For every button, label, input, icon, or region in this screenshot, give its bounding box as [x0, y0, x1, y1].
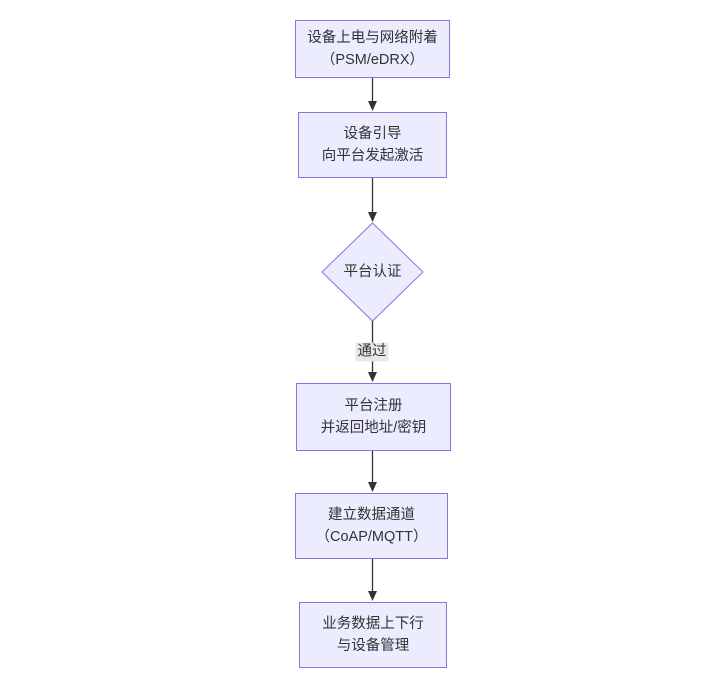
arrowhead-icon	[368, 212, 377, 222]
edge-label-pass: 通过	[355, 342, 389, 362]
node-label-line: 设备上电与网络附着	[307, 30, 438, 46]
node-label-line: 业务数据上下行	[322, 616, 424, 632]
edge-bootstrap-platform-auth	[368, 178, 377, 222]
node-label-line: 平台认证	[343, 264, 402, 280]
node-label-line: （PSM/eDRX）	[320, 52, 425, 68]
arrowhead-icon	[368, 591, 377, 601]
edge-platform-register-data-channel	[368, 451, 377, 492]
flow-node-bootstrap: 设备引导 向平台发起激活	[298, 112, 447, 178]
node-label-line: 并返回地址/密钥	[320, 420, 427, 436]
flow-node-business-data: 业务数据上下行 与设备管理	[299, 602, 447, 668]
node-label-line: 建立数据通道	[328, 507, 415, 523]
flow-node-platform-auth: 平台认证	[321, 223, 424, 321]
edge-power-attach-bootstrap	[368, 78, 377, 111]
flow-node-power-attach: 设备上电与网络附着 （PSM/eDRX）	[295, 20, 450, 78]
node-label-line: 与设备管理	[336, 638, 410, 654]
arrowhead-icon	[368, 482, 377, 492]
arrowhead-icon	[368, 101, 377, 111]
flow-node-platform-register: 平台注册 并返回地址/密钥	[296, 383, 451, 451]
node-label-line: （CoAP/MQTT）	[315, 529, 428, 545]
node-label-line: 向平台发起激活	[321, 148, 424, 164]
edge-data-channel-business-data	[368, 559, 377, 601]
node-label-line: 平台注册	[344, 398, 403, 414]
node-label-line: 设备引导	[343, 126, 402, 142]
flow-node-data-channel: 建立数据通道 （CoAP/MQTT）	[295, 493, 448, 559]
arrowhead-icon	[368, 372, 377, 382]
